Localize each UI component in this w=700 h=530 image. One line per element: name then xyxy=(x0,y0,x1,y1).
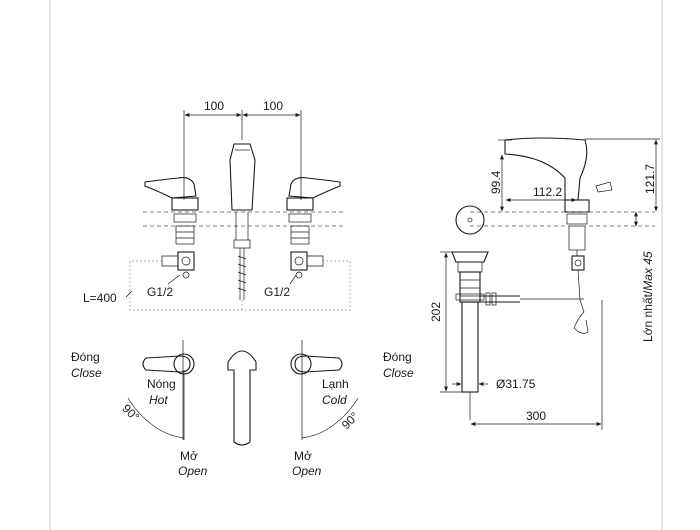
left-close-vi: Đóng xyxy=(71,350,100,364)
front-view: 100 100 xyxy=(83,99,351,311)
hose-length-label: L=400 xyxy=(83,291,117,305)
dim-300: 300 xyxy=(526,409,546,423)
left-open-vi: Mở xyxy=(180,449,198,463)
right-open-vi: Mở xyxy=(294,449,312,463)
right-angle: 90° xyxy=(339,409,362,432)
hot-label-vi: Nóng xyxy=(147,377,176,391)
spout xyxy=(229,143,256,300)
side-spout xyxy=(504,137,588,201)
max-label-vi: Lớn nhất/Max 45 xyxy=(641,251,655,342)
left-close-en: Close xyxy=(71,366,102,380)
hot-label-en: Hot xyxy=(149,393,168,407)
thread-label-right: G1/2 xyxy=(264,285,290,299)
dim-121-7: 121.7 xyxy=(643,164,657,194)
dim-100-left: 100 xyxy=(204,99,224,113)
spout-top xyxy=(227,350,257,446)
hose-left xyxy=(129,260,351,311)
dim-100-right: 100 xyxy=(263,99,283,113)
side-view: 99.4 121.7 112.2 Lớn nhất/Max 45 xyxy=(429,137,660,430)
right-handle-top xyxy=(290,340,359,440)
right-valve xyxy=(286,177,341,279)
left-open-en: Open xyxy=(178,464,208,478)
cold-label-en: Cold xyxy=(322,393,347,407)
left-handle-top xyxy=(127,340,195,440)
thread-label-left: G1/2 xyxy=(147,285,173,299)
right-close-vi: Đóng xyxy=(383,350,412,364)
top-view: Đóng Close Nóng Hot 90° Mở Open Đóng Clo… xyxy=(71,340,414,478)
cold-label-vi: Lạnh xyxy=(322,377,349,391)
dim-diameter: Ø31.75 xyxy=(496,377,536,391)
popup-cap-top xyxy=(455,205,485,235)
dim-202: 202 xyxy=(429,302,443,322)
dim-99-4: 99.4 xyxy=(489,170,503,194)
right-open-en: Open xyxy=(292,464,322,478)
left-valve xyxy=(144,177,199,279)
left-angle: 90° xyxy=(119,401,142,424)
right-close-en: Close xyxy=(383,366,414,380)
dim-112-2: 112.2 xyxy=(533,185,562,199)
popup-waste xyxy=(451,251,584,420)
